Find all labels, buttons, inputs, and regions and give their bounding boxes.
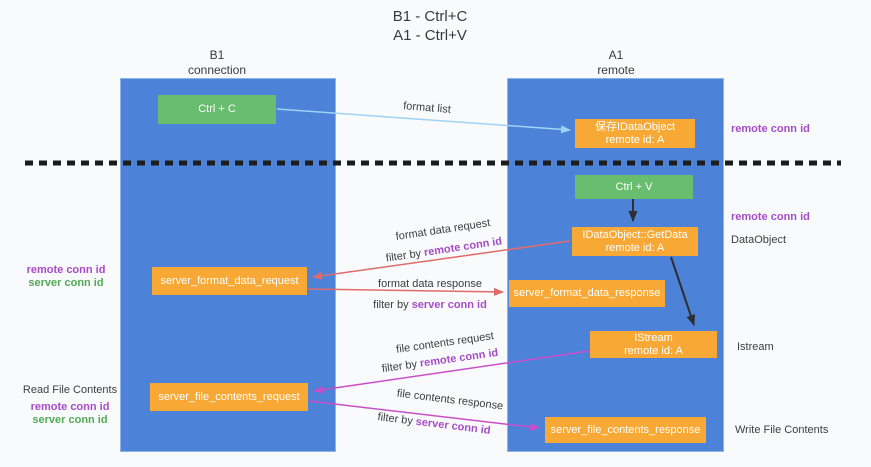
istream-side-label: Istream: [737, 341, 774, 353]
read-file-contents-block: Read File Contents remote conn id server…: [15, 384, 125, 427]
right-remote-conn-id-top: remote conn id: [731, 123, 810, 135]
left-column-name: B1: [209, 48, 225, 62]
dataobject-label: DataObject: [731, 234, 787, 246]
getdata-line2: remote id: A: [605, 241, 665, 254]
filter-by-text: filter by: [385, 247, 422, 265]
ctrl-c-label: Ctrl + C: [198, 103, 236, 115]
left-server-conn-id: server conn id: [28, 277, 104, 289]
server-file-contents-response-node: server_file_contents_response: [545, 417, 706, 443]
title-line-2: A1 - Ctrl+V: [393, 27, 467, 44]
read-remote-conn-id: remote conn id: [30, 401, 110, 413]
left-remote-conn-id: remote conn id: [26, 264, 106, 276]
filter-by-text: filter by: [373, 299, 409, 311]
server-file-contents-request-node: server_file_contents_request: [150, 383, 308, 411]
title-line-1: B1 - Ctrl+C: [392, 8, 468, 25]
format-list-label: format list: [402, 100, 452, 116]
istream-line2: remote id: A: [624, 344, 683, 357]
server-conn-id-text: server conn id: [411, 299, 487, 311]
filter-by-text: filter by: [381, 358, 418, 376]
right-column-header: A1 remote: [516, 48, 716, 78]
istream-line1: IStream: [634, 331, 673, 344]
server-file-contents-response-label: server_file_contents_response: [550, 423, 701, 436]
server-conn-id-text: server conn id: [415, 415, 492, 437]
server-format-data-response-label: server_format_data_response: [513, 287, 661, 299]
ctrl-v-label: Ctrl + V: [615, 180, 653, 193]
save-idataobject-line2: remote id: A: [605, 133, 665, 146]
filter-by-text: filter by: [376, 411, 414, 428]
right-column-name: A1: [608, 48, 624, 62]
save-idataobject-node: 保存IDataObject remote id: A: [575, 119, 695, 148]
istream-node: IStream remote id: A: [590, 331, 717, 358]
idataobject-getdata-node: IDataObject::GetData remote id: A: [572, 227, 698, 256]
save-idataobject-line1: 保存IDataObject: [594, 120, 676, 133]
server-format-data-request-label: server_format_data_request: [160, 274, 299, 287]
ctrl-v-node: Ctrl + V: [575, 175, 693, 199]
server-format-data-response-node: server_format_data_response: [509, 280, 665, 307]
left-conn-ids-block: remote conn id server conn id: [11, 264, 121, 290]
format-data-response-label: format data response: [378, 278, 482, 290]
write-file-contents-label: Write File Contents: [735, 424, 829, 436]
remote-conn-id-text: remote conn id: [423, 235, 503, 259]
read-server-conn-id: server conn id: [32, 414, 108, 426]
left-column-role: connection: [187, 63, 247, 77]
diagram-title: B1 - Ctrl+C A1 - Ctrl+V: [330, 7, 530, 45]
server-format-data-request-node: server_format_data_request: [152, 267, 307, 295]
right-remote-conn-id-mid: remote conn id: [731, 211, 810, 223]
right-column-role: remote: [597, 63, 635, 77]
getdata-line1: IDataObject::GetData: [582, 228, 688, 241]
file-contents-response-label: file contents response: [396, 387, 504, 413]
read-file-contents-label: Read File Contents: [22, 384, 118, 396]
left-column-header: B1 connection: [117, 48, 317, 78]
ctrl-c-node: Ctrl + C: [158, 95, 276, 124]
server-file-contents-request-label: server_file_contents_request: [158, 390, 300, 403]
